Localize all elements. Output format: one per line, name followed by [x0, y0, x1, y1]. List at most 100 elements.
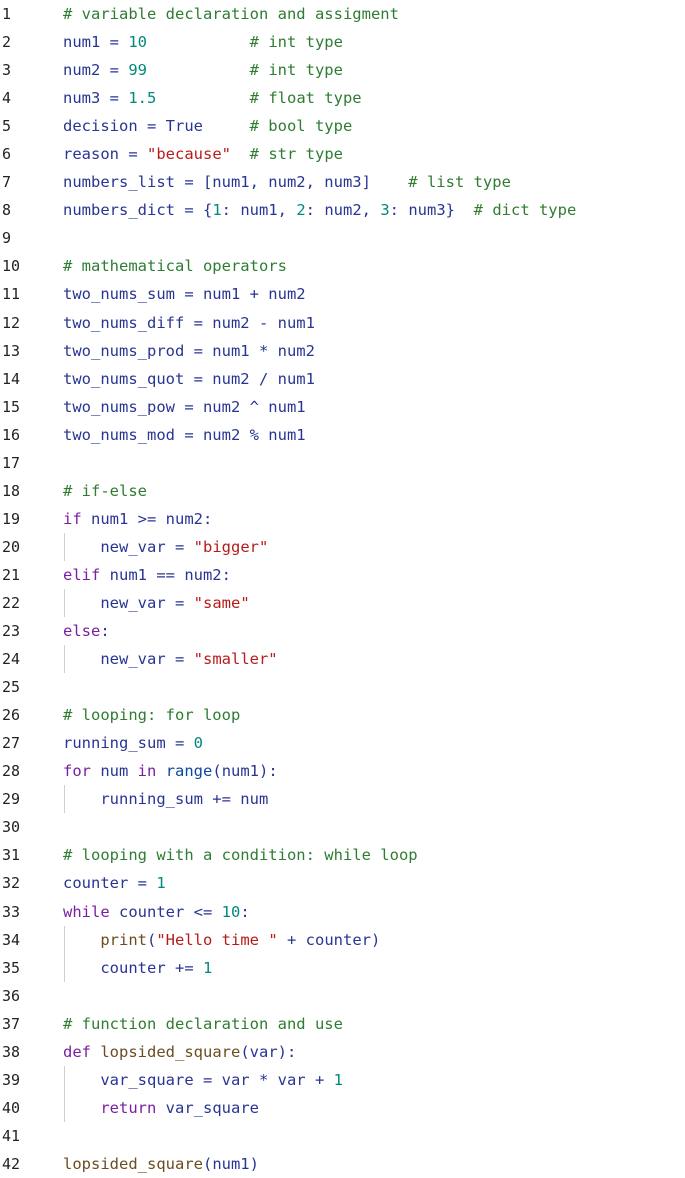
code-text[interactable]: lopsided_square(num1) — [63, 1150, 259, 1178]
code-line[interactable]: 30 — [0, 813, 685, 841]
code-token-keyword: in — [137, 762, 157, 781]
code-text[interactable]: two_nums_mod = num2 % num1 — [63, 421, 306, 449]
code-line[interactable]: 9 — [0, 224, 685, 252]
code-token-ident: two_nums_prod = num1 * num2 — [63, 341, 315, 360]
code-line[interactable]: 31# looping with a condition: while loop — [0, 841, 685, 869]
code-text[interactable]: two_nums_pow = num2 ^ num1 — [63, 393, 306, 421]
code-token-ident: numbers_dict = { — [63, 201, 213, 220]
line-number: 28 — [2, 762, 21, 781]
code-text[interactable]: # function declaration and use — [63, 1010, 343, 1038]
code-line[interactable]: 25 — [0, 673, 685, 701]
code-text[interactable]: new_var = "same" — [63, 589, 249, 617]
code-text[interactable]: numbers_dict = {1: num1, 2: num2, 3: num… — [63, 196, 576, 224]
code-text[interactable]: two_nums_sum = num1 + num2 — [63, 280, 306, 308]
code-text[interactable]: running_sum += num — [63, 785, 268, 813]
code-text[interactable]: var_square = var * var + 1 — [63, 1066, 343, 1094]
code-token-comment: # looping with a condition: while loop — [63, 846, 418, 865]
code-text[interactable]: counter += 1 — [63, 954, 212, 982]
code-text[interactable]: two_nums_prod = num1 * num2 — [63, 337, 315, 365]
code-token-keyword: while — [63, 902, 110, 921]
code-line[interactable]: 17 — [0, 449, 685, 477]
code-text[interactable]: decision = True # bool type — [63, 112, 352, 140]
code-text[interactable]: # looping: for loop — [63, 701, 240, 729]
code-text[interactable]: num3 = 1.5 # float type — [63, 84, 362, 112]
code-text[interactable]: two_nums_diff = num2 - num1 — [63, 309, 315, 337]
code-token-number: 1 — [202, 958, 213, 977]
code-token-keyword: else — [63, 622, 101, 641]
line-number: 13 — [2, 341, 21, 360]
code-line[interactable]: 39 var_square = var * var + 1 — [0, 1065, 685, 1094]
code-text[interactable]: running_sum = 0 — [63, 729, 203, 757]
code-text[interactable]: numbers_list = [num1, num2, num3] # list… — [63, 168, 511, 196]
code-line[interactable]: 41 — [0, 1122, 685, 1150]
code-line[interactable]: 40 return var_square — [0, 1093, 685, 1122]
code-text[interactable]: reason = "because" # str type — [63, 140, 343, 168]
code-line[interactable]: 21 elif num1 == num2: — [0, 561, 685, 589]
code-text[interactable]: print("Hello time " + counter) — [63, 926, 380, 954]
code-line[interactable]: 27 running_sum = 0 — [0, 729, 685, 757]
code-line[interactable]: 35 counter += 1 — [0, 953, 685, 982]
code-text[interactable]: # looping with a condition: while loop — [63, 841, 418, 869]
code-text[interactable]: new_var = "smaller" — [63, 645, 277, 673]
code-line[interactable]: 37# function declaration and use — [0, 1010, 685, 1038]
code-line[interactable]: 11 two_nums_sum = num1 + num2 — [0, 280, 685, 308]
code-text[interactable]: # mathematical operators — [63, 252, 287, 280]
code-token-number: 1 — [212, 201, 222, 220]
code-token-keyword: for — [63, 762, 91, 781]
code-line[interactable]: 13 two_nums_prod = num1 * num2 — [0, 337, 685, 365]
line-number: 27 — [2, 734, 21, 753]
code-token-keyword: return — [100, 1098, 157, 1117]
code-token-comment: # str type — [249, 145, 343, 164]
code-text[interactable]: num2 = 99 # int type — [63, 56, 343, 84]
code-line[interactable]: 20 new_var = "bigger" — [0, 532, 685, 561]
code-text[interactable]: if num1 >= num2: — [63, 505, 212, 533]
code-text[interactable]: return var_square — [63, 1094, 259, 1122]
code-text[interactable]: for num in range(num1): — [63, 757, 278, 785]
code-line[interactable]: 36 — [0, 982, 685, 1010]
code-line[interactable]: 22 new_var = "same" — [0, 588, 685, 618]
code-token-ident: num2 = — [63, 61, 129, 80]
code-line[interactable]: 26 # looping: for loop — [0, 701, 685, 729]
code-token-number: 10 — [221, 902, 241, 921]
code-line[interactable]: 29 running_sum += num — [0, 785, 685, 814]
code-text[interactable]: else: — [63, 617, 110, 645]
code-text[interactable]: # variable declaration and assigment — [63, 0, 399, 28]
code-line[interactable]: 28 for num in range(num1): — [0, 757, 685, 785]
line-number: 11 — [2, 285, 21, 304]
code-text[interactable]: new_var = "bigger" — [63, 533, 268, 561]
code-text[interactable]: elif num1 == num2: — [63, 561, 231, 589]
line-number: 26 — [2, 706, 21, 725]
code-text[interactable]: while counter <= 10: — [63, 898, 250, 926]
line-number: 21 — [2, 565, 21, 584]
code-line[interactable]: 5 decision = True # bool type — [0, 112, 685, 140]
code-token-ident: : — [240, 902, 250, 921]
code-text[interactable]: two_nums_quot = num2 / num1 — [63, 365, 315, 393]
code-line[interactable]: 18# if-else — [0, 477, 685, 505]
code-line[interactable]: 1# variable declaration and assigment — [0, 0, 685, 28]
code-line[interactable]: 10# mathematical operators — [0, 252, 685, 280]
code-text[interactable]: counter = 1 — [63, 869, 166, 897]
code-line[interactable]: 24 new_var = "smaller" — [0, 645, 685, 674]
code-text[interactable]: # if-else — [63, 477, 147, 505]
code-text[interactable]: num1 = 10 # int type — [63, 28, 343, 56]
code-line[interactable]: 34 print("Hello time " + counter) — [0, 925, 685, 954]
code-text[interactable]: def lopsided_square(var): — [63, 1038, 296, 1066]
line-number: 5 — [2, 117, 12, 136]
